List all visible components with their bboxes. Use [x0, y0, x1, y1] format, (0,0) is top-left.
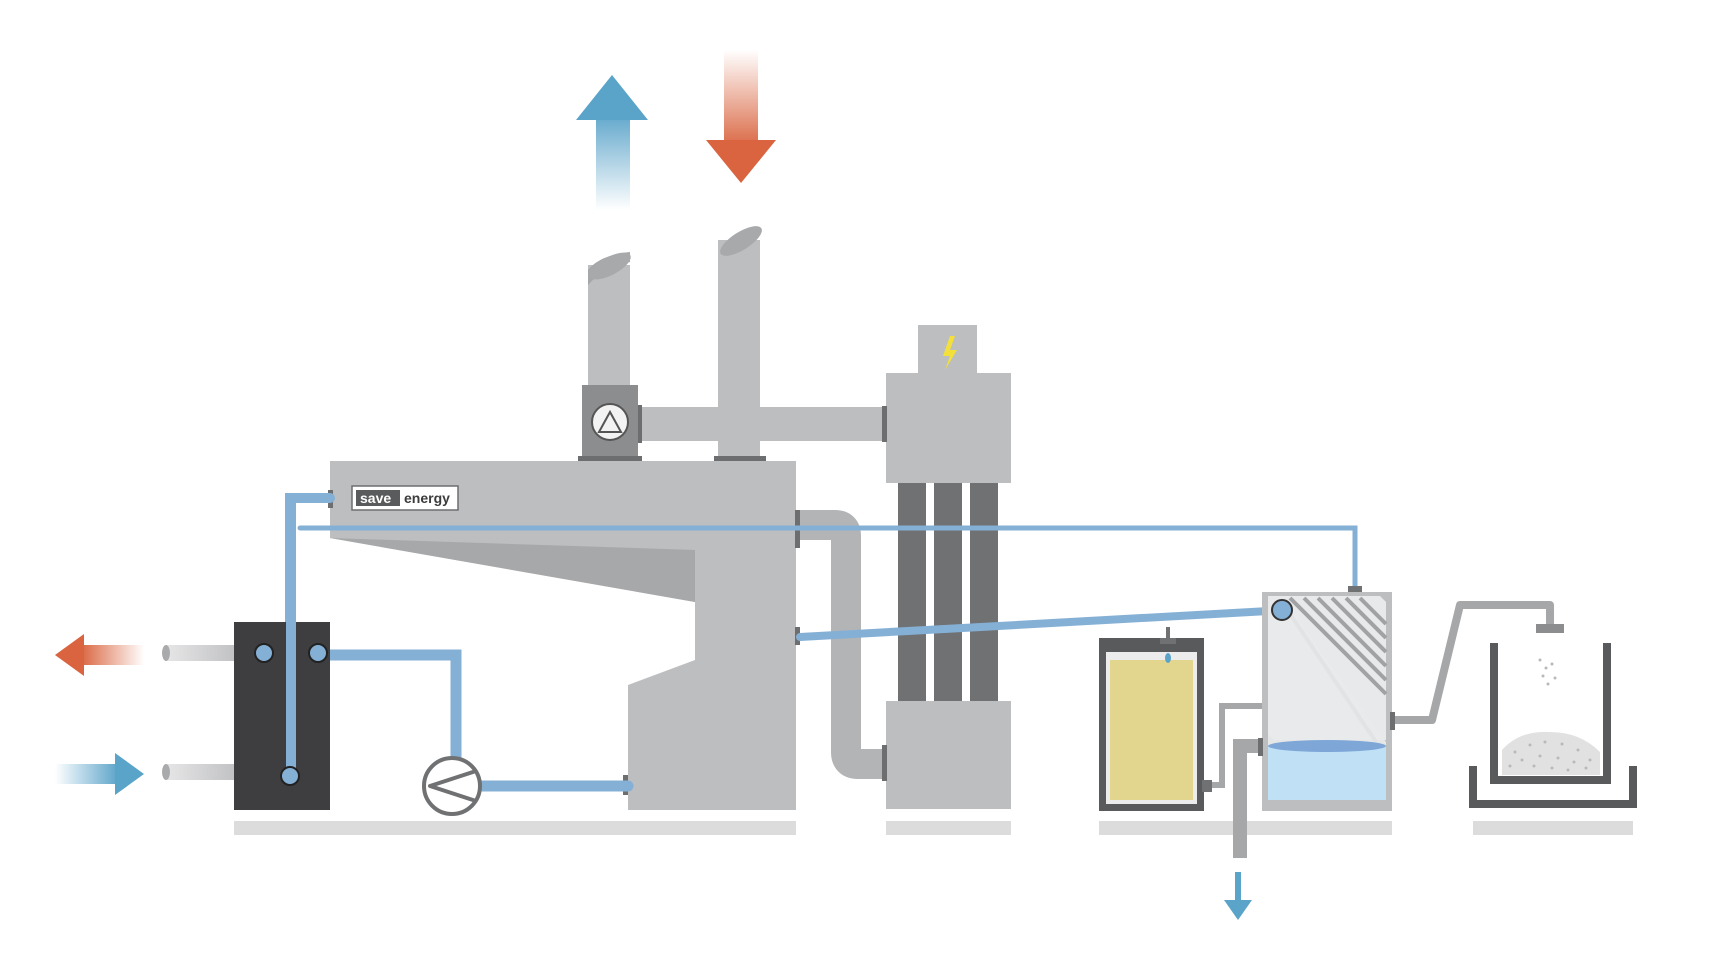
chimney-base-right — [714, 456, 766, 461]
chimney-base-left — [578, 456, 642, 461]
tank-yellow — [1099, 627, 1212, 811]
floor-bars — [234, 821, 1633, 835]
fan-triangle-icon — [591, 403, 629, 441]
bin-nozzle — [1536, 624, 1564, 633]
heat-exchanger — [162, 498, 330, 810]
pipe-to-bin — [1395, 601, 1554, 724]
floor-bar-column — [886, 821, 1011, 835]
floor-bar-bin — [1473, 821, 1633, 835]
logo-save-text: save — [360, 490, 391, 506]
duct-return — [800, 510, 886, 779]
logo-energy-text: energy — [404, 490, 450, 506]
condenser-tank — [1258, 586, 1395, 811]
pump-circle-icon — [422, 756, 482, 816]
arrow-right-cold-icon — [55, 753, 144, 795]
main-dryer-unit — [328, 461, 800, 810]
powder-bin — [1469, 643, 1637, 808]
lightning-bolt-icon — [943, 336, 957, 370]
floor-bar-main — [234, 821, 796, 835]
chimney-left — [588, 252, 631, 395]
arrow-left-hot-icon — [55, 634, 144, 676]
save-energy-logo: save energy — [351, 485, 459, 511]
fan-unit — [582, 385, 642, 458]
arrow-down-drain-icon — [1224, 872, 1252, 920]
arrow-down-hot-icon — [706, 50, 776, 183]
arrow-up-cold-icon — [576, 75, 648, 210]
recovery-column — [882, 325, 1011, 809]
duct-horizontal — [640, 407, 886, 441]
drain-pipe-thick — [1233, 739, 1262, 858]
